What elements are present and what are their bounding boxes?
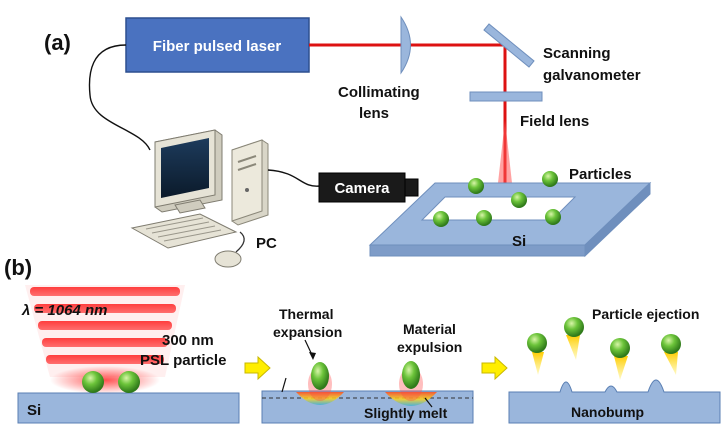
collimating-label-1: Collimating <box>338 84 420 101</box>
thermal-label-1: Thermal <box>279 306 333 322</box>
galvanometer-label-1: Scanning <box>543 45 611 62</box>
mouse <box>214 250 242 268</box>
particle <box>661 334 681 354</box>
fiber-laser: Fiber pulsed laser <box>125 17 310 73</box>
laser-cable <box>88 44 151 151</box>
particle <box>433 211 449 227</box>
collimating-lens-shape <box>400 15 411 75</box>
thermal-label-2: expansion <box>273 324 342 340</box>
nanobump-label: Nanobump <box>571 404 644 420</box>
field-lens-shape <box>469 91 543 102</box>
panel-b-label: (b) <box>4 255 32 280</box>
si-substrate-a <box>368 181 652 258</box>
si-substrate-b3 <box>508 379 721 424</box>
particle <box>542 171 558 187</box>
particle-ejection-label: Particle ejection <box>592 306 699 322</box>
expelling-particle <box>402 361 420 389</box>
camera: Camera <box>318 172 419 203</box>
particle <box>511 192 527 208</box>
camera-label: Camera <box>334 180 390 197</box>
expulsion-label-1: Material <box>403 321 456 337</box>
galvanometer-mirror <box>483 23 535 68</box>
particle-desc-1: 300 nm <box>162 332 214 349</box>
process-arrow-1 <box>244 355 271 381</box>
si-substrate-b2 <box>261 390 474 424</box>
particles-label: Particles <box>569 166 632 183</box>
keyboard <box>130 213 238 249</box>
pc-computer <box>130 129 269 268</box>
particle <box>545 209 561 225</box>
particle <box>468 178 484 194</box>
particle <box>476 210 492 226</box>
particle <box>610 338 630 358</box>
panel-a-label: (a) <box>44 30 71 55</box>
ejected-particles <box>527 317 681 380</box>
si-label-a: Si <box>512 233 526 250</box>
particle <box>564 317 584 337</box>
laser-box <box>125 17 310 73</box>
focused-beam <box>498 120 512 198</box>
psl-particle <box>82 371 104 393</box>
particles-a <box>433 171 561 227</box>
si-substrate-b1 <box>17 392 240 424</box>
camera-cable <box>267 169 321 187</box>
slightly-melt-label: Slightly melt <box>364 405 448 421</box>
pc-label: PC <box>256 235 277 252</box>
monitor-screen <box>161 138 209 198</box>
melt-zone-2 <box>385 392 437 406</box>
expulsion-label-2: expulsion <box>397 339 462 355</box>
expanded-particle <box>311 362 329 390</box>
process-arrow-2 <box>481 355 508 381</box>
wavelength-label: λ = 1064 nm <box>21 302 107 319</box>
melt-zone-1 <box>296 392 344 405</box>
laser-label: Fiber pulsed laser <box>153 38 282 55</box>
collimating-label-2: lens <box>359 105 389 122</box>
field-lens-label: Field lens <box>520 113 589 130</box>
psl-particle <box>118 371 140 393</box>
si-label-b: Si <box>27 402 41 419</box>
galvanometer-label-2: galvanometer <box>543 67 641 84</box>
particle <box>527 333 547 353</box>
particle-desc-2: PSL particle <box>140 352 226 369</box>
